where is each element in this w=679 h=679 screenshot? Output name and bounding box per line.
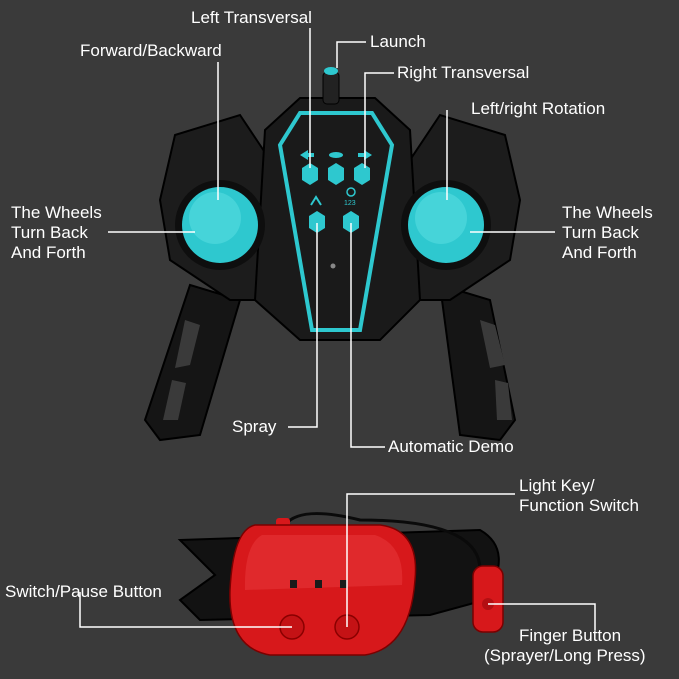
callout-finger-button <box>488 603 596 630</box>
label-wheels-left-line-3: And Forth <box>11 243 86 262</box>
label-automatic-demo: Automatic Demo <box>388 437 514 456</box>
label-light-key-line-2: Function Switch <box>519 496 639 515</box>
spray-icon <box>310 195 322 206</box>
antenna <box>322 71 340 105</box>
left-leg <box>143 283 242 442</box>
tank-icon <box>329 152 343 158</box>
right-arrow-icon <box>364 150 372 160</box>
right-joystick-highlight <box>415 192 467 244</box>
finger-cable <box>283 512 482 571</box>
label-forward-backward: Forward/Backward <box>80 41 222 60</box>
label-launch: Launch <box>370 32 426 51</box>
callout-switch-pause <box>79 592 292 628</box>
left-leg-cutout-2 <box>163 380 186 420</box>
launch-center-button <box>328 163 344 185</box>
vent-slot-3 <box>340 580 347 588</box>
label-spray: Spray <box>232 417 277 436</box>
callout-right-transversal <box>364 72 394 168</box>
right-transversal-button <box>354 163 370 185</box>
watch-body-highlight <box>244 535 403 590</box>
demo-icon <box>346 187 356 197</box>
right-leg-cutout-2 <box>495 380 512 420</box>
right-arrow-icon-tail <box>358 153 364 157</box>
demo-badge: 123 <box>344 200 356 207</box>
vent-slot-2 <box>315 580 322 588</box>
spray-button <box>309 211 325 233</box>
label-light-key: Light Key/ Function Switch <box>519 476 639 516</box>
label-wheels-left-line-1: The Wheels <box>11 203 102 222</box>
label-wheels-right-line-2: Turn Back <box>562 223 639 242</box>
accent-frame <box>277 111 395 332</box>
launch-button-cap <box>324 67 338 75</box>
power-led <box>330 263 336 269</box>
label-right-transversal: Right Transversal <box>397 63 530 82</box>
label-left-transversal: Left Transversal <box>191 8 312 27</box>
label-light-key-line-1: Light Key/ <box>519 476 595 495</box>
remote-controller: 123 <box>143 67 522 442</box>
automatic-demo-button <box>343 211 359 233</box>
label-finger-button: Finger Button (Sprayer/Long Press) <box>484 626 646 666</box>
left-leg-cutout-1 <box>175 320 200 368</box>
label-wheels-left: The Wheels Turn Back And Forth <box>11 203 102 263</box>
left-arrow-icon <box>300 150 308 160</box>
label-wheels-right-line-3: And Forth <box>562 243 637 262</box>
right-leg-cutout-1 <box>480 320 505 368</box>
left-arrow-icon-tail <box>308 153 314 157</box>
left-transversal-button <box>302 163 318 185</box>
label-switch-pause: Switch/Pause Button <box>5 582 162 601</box>
label-finger-button-line-1: Finger Button <box>519 626 622 645</box>
label-left-right-rotation: Left/right Rotation <box>471 99 606 118</box>
left-joystick-highlight <box>189 192 241 244</box>
label-wheels-left-line-2: Turn Back <box>11 223 88 242</box>
callout-automatic-demo <box>350 223 385 448</box>
label-wheels-right: The Wheels Turn Back And Forth <box>562 203 653 263</box>
label-wheels-right-line-1: The Wheels <box>562 203 653 222</box>
wrist-controller <box>177 512 504 656</box>
callout-lines <box>79 28 596 630</box>
callout-launch <box>336 41 366 68</box>
callout-spray <box>288 223 318 428</box>
label-finger-button-line-2: (Sprayer/Long Press) <box>484 646 646 665</box>
controller-body <box>253 97 422 341</box>
callout-light-key <box>346 493 515 627</box>
vent-slot-1 <box>290 580 297 588</box>
